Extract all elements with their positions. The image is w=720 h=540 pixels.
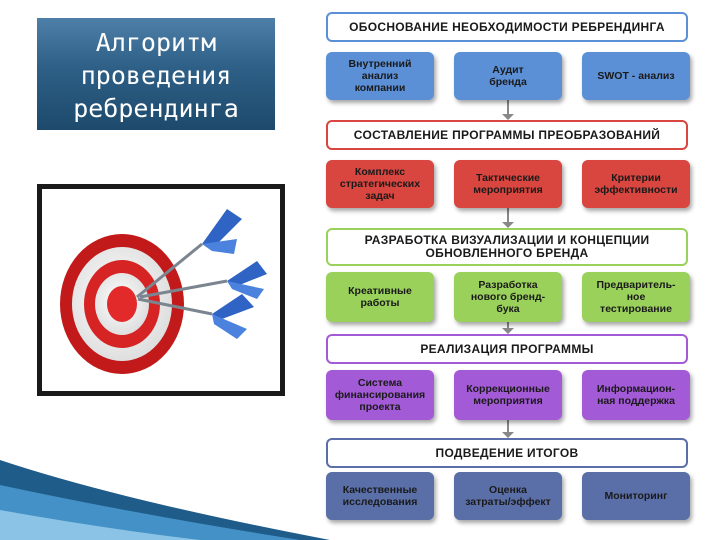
stage-header-1: ОБОСНОВАНИЕ НЕОБХОДИМОСТИ РЕБРЕНДИНГА xyxy=(326,12,688,42)
stage-1-step-1: Внутренний анализ компании xyxy=(326,52,434,100)
stage-2-step-3: Критерии эффективности xyxy=(582,160,690,208)
dartboard-illustration xyxy=(42,189,280,391)
dartboard-icon xyxy=(60,234,184,374)
stage-3-step-3: Предваритель- ное тестирование xyxy=(582,272,690,322)
stage-header-2: СОСТАВЛЕНИЕ ПРОГРАММЫ ПРЕОБРАЗОВАНИЙ xyxy=(326,120,688,150)
stage-header-3: РАЗРАБОТКА ВИЗУАЛИЗАЦИИ И КОНЦЕПЦИИ ОБНО… xyxy=(326,228,688,266)
title-line-3: ребрендинга xyxy=(73,94,239,123)
stage-3-step-2: Разработка нового бренд- бука xyxy=(454,272,562,322)
stage-5-step-3: Мониторинг xyxy=(582,472,690,520)
title-line-1: Алгоритм xyxy=(95,28,217,57)
stage-2-step-1: Комплекс стратегических задач xyxy=(326,160,434,208)
stage-5-step-1: Качественные исследования xyxy=(326,472,434,520)
corner-decoration xyxy=(0,460,330,540)
dart-flight-icon xyxy=(202,209,267,339)
stage-4-step-2: Коррекционные мероприятия xyxy=(454,370,562,420)
stage-4-step-1: Система финансирования проекта xyxy=(326,370,434,420)
stage-1-step-3: SWOT - анализ xyxy=(582,52,690,100)
stage-1-step-2: Аудит бренда xyxy=(454,52,562,100)
stage-header-5: ПОДВЕДЕНИЕ ИТОГОВ xyxy=(326,438,688,468)
stage-header-4: РЕАЛИЗАЦИЯ ПРОГРАММЫ xyxy=(326,334,688,364)
title-line-2: проведения xyxy=(80,61,232,90)
rebranding-flowchart: ОБОСНОВАНИЕ НЕОБХОДИМОСТИ РЕБРЕНДИНГА Вну… xyxy=(318,8,703,538)
stage-2-step-2: Тактические мероприятия xyxy=(454,160,562,208)
stage-5-step-2: Оценка затраты/эффект xyxy=(454,472,562,520)
target-picture-frame xyxy=(37,184,285,396)
dart-icon xyxy=(136,242,228,316)
stage-3-step-1: Креативные работы xyxy=(326,272,434,322)
slide-title: Алгоритм проведения ребрендинга xyxy=(37,18,275,130)
stage-4-step-3: Информацион- ная поддержка xyxy=(582,370,690,420)
